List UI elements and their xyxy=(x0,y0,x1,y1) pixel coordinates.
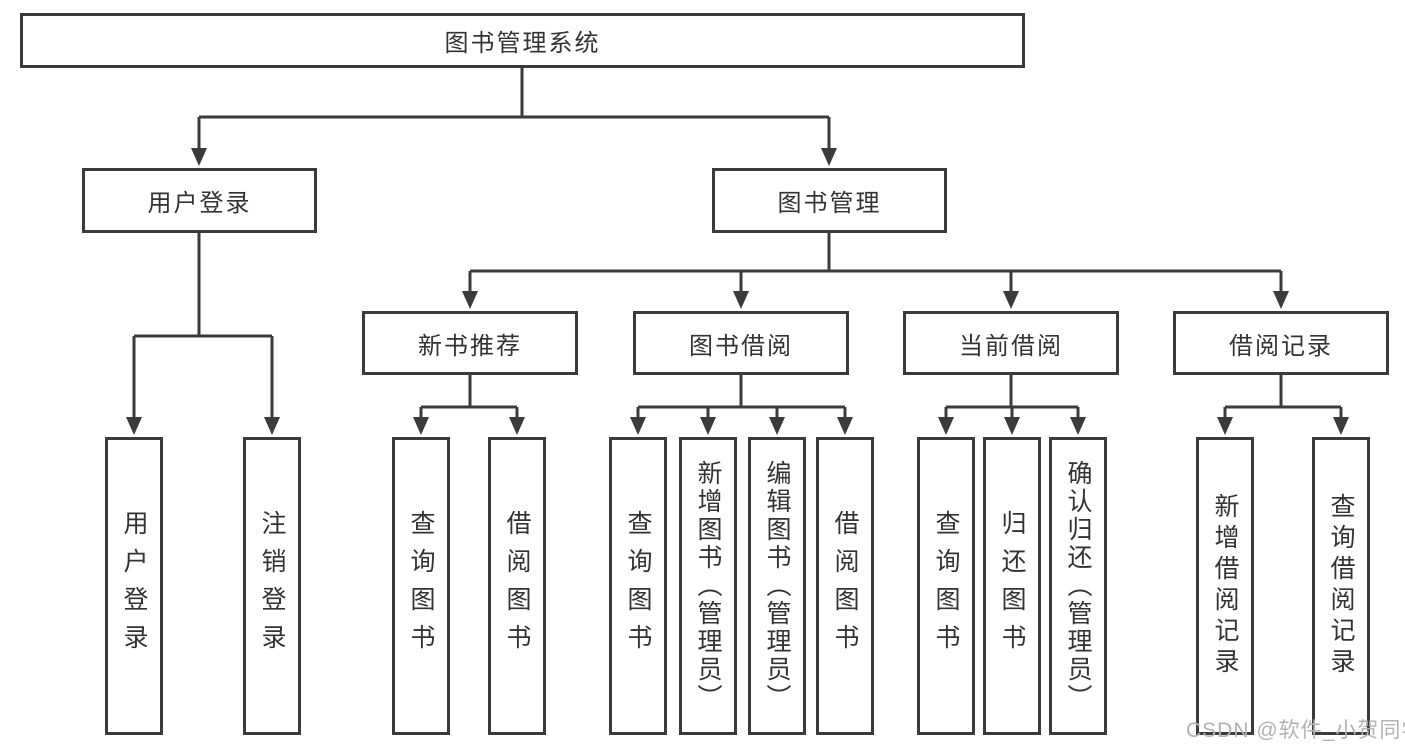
leaf-confirm-return-admin: 确认归还（管理员） xyxy=(1049,437,1107,735)
leaf-label: 查询图书 xyxy=(624,510,652,662)
group-label: 新书推荐 xyxy=(418,332,522,360)
leaf-label: 归还图书 xyxy=(998,510,1026,662)
leaf-query-books-recommend: 查询图书 xyxy=(392,437,450,735)
leaf-query-books-borrow: 查询图书 xyxy=(609,437,667,735)
csdn-watermark: CSDN @软件_小贺同学 xyxy=(1186,719,1405,742)
leaf-borrow-books-recommend: 借阅图书 xyxy=(488,437,546,735)
leaf-label: 注销登录 xyxy=(258,510,286,662)
group-new-book-recommendation: 新书推荐 xyxy=(362,311,578,375)
leaf-label: 用户登录 xyxy=(120,510,148,662)
leaf-edit-books-admin: 编辑图书（管理员） xyxy=(748,437,806,735)
leaf-query-books-current: 查询图书 xyxy=(917,437,975,735)
leaf-logout: 注销登录 xyxy=(243,437,301,735)
root-node-label: 图书管理系统 xyxy=(444,30,601,57)
connector-books-to-groups xyxy=(462,233,1289,309)
branch-book-management: 图书管理 xyxy=(712,168,947,233)
leaf-label: 查询借阅记录 xyxy=(1327,493,1355,679)
leaf-return-books: 归还图书 xyxy=(983,437,1041,735)
leaf-label: 查询图书 xyxy=(932,510,960,662)
leaf-label: 借阅图书 xyxy=(831,510,859,662)
connector-group3-to-leaves xyxy=(1217,375,1349,435)
leaf-add-books-admin: 新增图书（管理员） xyxy=(679,437,737,735)
leaf-query-borrow-record: 查询借阅记录 xyxy=(1312,437,1370,735)
leaf-label: 新增图书（管理员） xyxy=(694,460,722,712)
branch-user-login: 用户登录 xyxy=(82,168,317,233)
group-label: 借阅记录 xyxy=(1229,332,1333,360)
root-node-library-system: 图书管理系统 xyxy=(20,13,1025,68)
group-book-borrowing: 图书借阅 xyxy=(633,311,849,375)
group-current-borrowing: 当前借阅 xyxy=(903,311,1119,375)
leaf-label: 查询图书 xyxy=(407,510,435,662)
leaf-label: 编辑图书（管理员） xyxy=(763,460,791,712)
leaf-user-login: 用户登录 xyxy=(105,437,163,735)
connector-group2-to-leaves xyxy=(938,375,1086,435)
leaf-label: 确认归还（管理员） xyxy=(1064,460,1092,712)
leaf-label: 新增借阅记录 xyxy=(1211,493,1239,679)
branch-user-login-label: 用户登录 xyxy=(147,190,252,217)
group-label: 当前借阅 xyxy=(959,332,1063,360)
leaf-label: 借阅图书 xyxy=(503,510,531,662)
connector-root-to-level2 xyxy=(191,68,837,166)
group-label: 图书借阅 xyxy=(689,332,793,360)
group-borrowing-records: 借阅记录 xyxy=(1173,311,1389,375)
connector-login-to-leaves xyxy=(126,233,280,435)
connector-group1-to-leaves xyxy=(630,375,853,435)
leaf-borrow-books: 借阅图书 xyxy=(816,437,874,735)
leaf-add-borrow-record: 新增借阅记录 xyxy=(1196,437,1254,735)
connector-group0-to-leaves xyxy=(413,375,525,435)
branch-book-management-label: 图书管理 xyxy=(777,190,882,217)
